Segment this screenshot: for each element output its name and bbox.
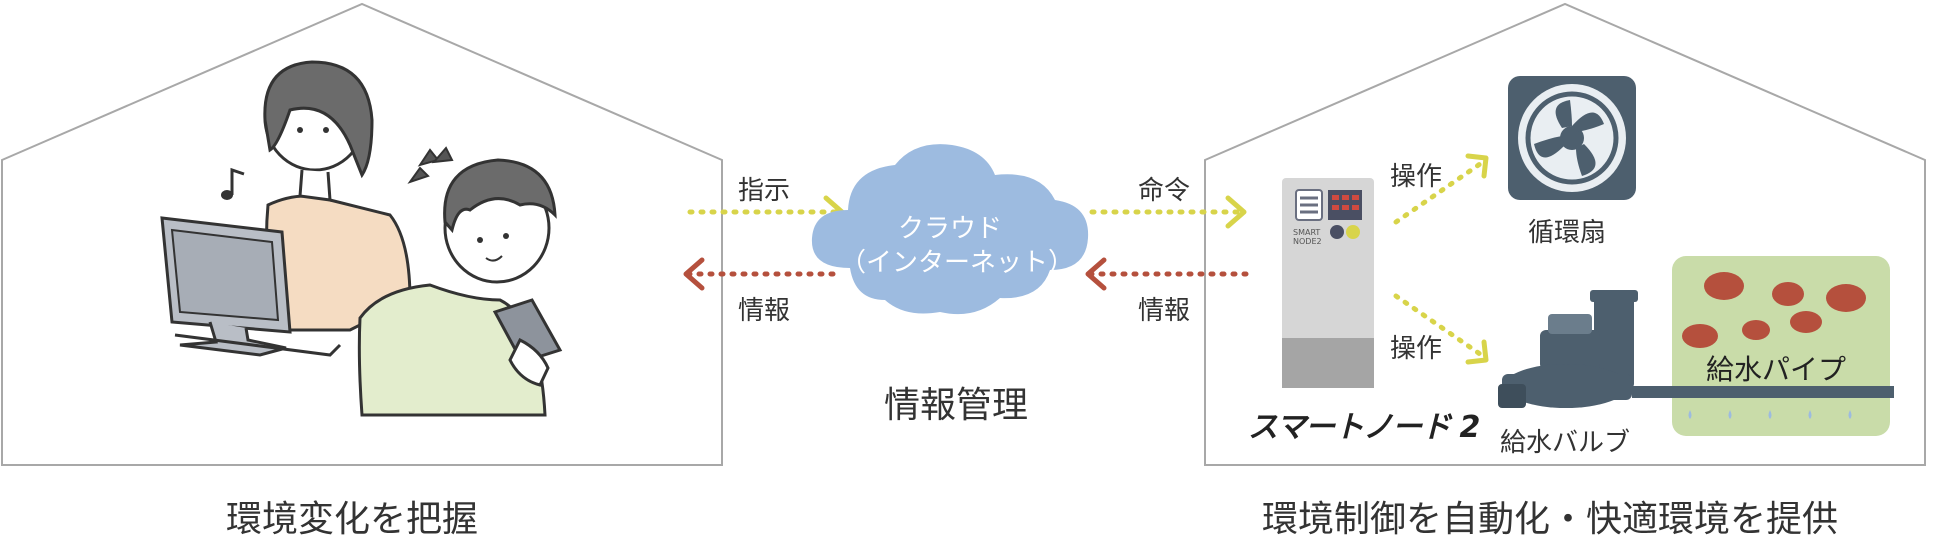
left-house-outline bbox=[1, 2, 723, 466]
circulation-fan-icon bbox=[1508, 76, 1636, 200]
operate-bottom-label: 操作 bbox=[1390, 334, 1443, 364]
cloud-label-line2: （インターネット） bbox=[840, 248, 1075, 278]
cloud-label: クラウド （インターネット） bbox=[840, 212, 1075, 280]
right-house-outline bbox=[1204, 2, 1926, 466]
device-small-line2: NODE2 bbox=[1293, 237, 1322, 246]
music-note-icon bbox=[221, 167, 245, 200]
device-small-line1: SMART bbox=[1293, 228, 1321, 237]
plants-icon bbox=[1672, 256, 1890, 436]
fan-label: 循環扇 bbox=[1528, 218, 1607, 248]
surprise-marks-icon bbox=[407, 146, 454, 184]
instruction-label: 指示 bbox=[738, 176, 791, 206]
pipe-label: 給水パイプ bbox=[1706, 353, 1847, 386]
brand-label: スマートノード 2 bbox=[1248, 410, 1480, 445]
info-left-label: 情報 bbox=[738, 296, 791, 326]
water-valve-icon bbox=[1498, 290, 1638, 408]
command-label: 命令 bbox=[1138, 176, 1191, 206]
operate-top-label: 操作 bbox=[1390, 162, 1443, 192]
valve-label: 給水バルブ bbox=[1500, 428, 1631, 458]
smart-node-device-icon bbox=[1282, 178, 1374, 388]
cloud-icon bbox=[811, 144, 1089, 315]
caption-left: 環境変化を把握 bbox=[226, 499, 479, 540]
caption-right: 環境制御を自動化・快適環境を提供 bbox=[1262, 499, 1839, 540]
info-right-label: 情報 bbox=[1138, 296, 1191, 326]
water-pipe-icon bbox=[1632, 386, 1894, 419]
family-illustration bbox=[160, 60, 563, 417]
cloud-label-line1: クラウド bbox=[897, 214, 1002, 244]
info-management-label: 情報管理 bbox=[884, 385, 1029, 426]
device-small-label: SMART NODE2 bbox=[1293, 228, 1322, 246]
